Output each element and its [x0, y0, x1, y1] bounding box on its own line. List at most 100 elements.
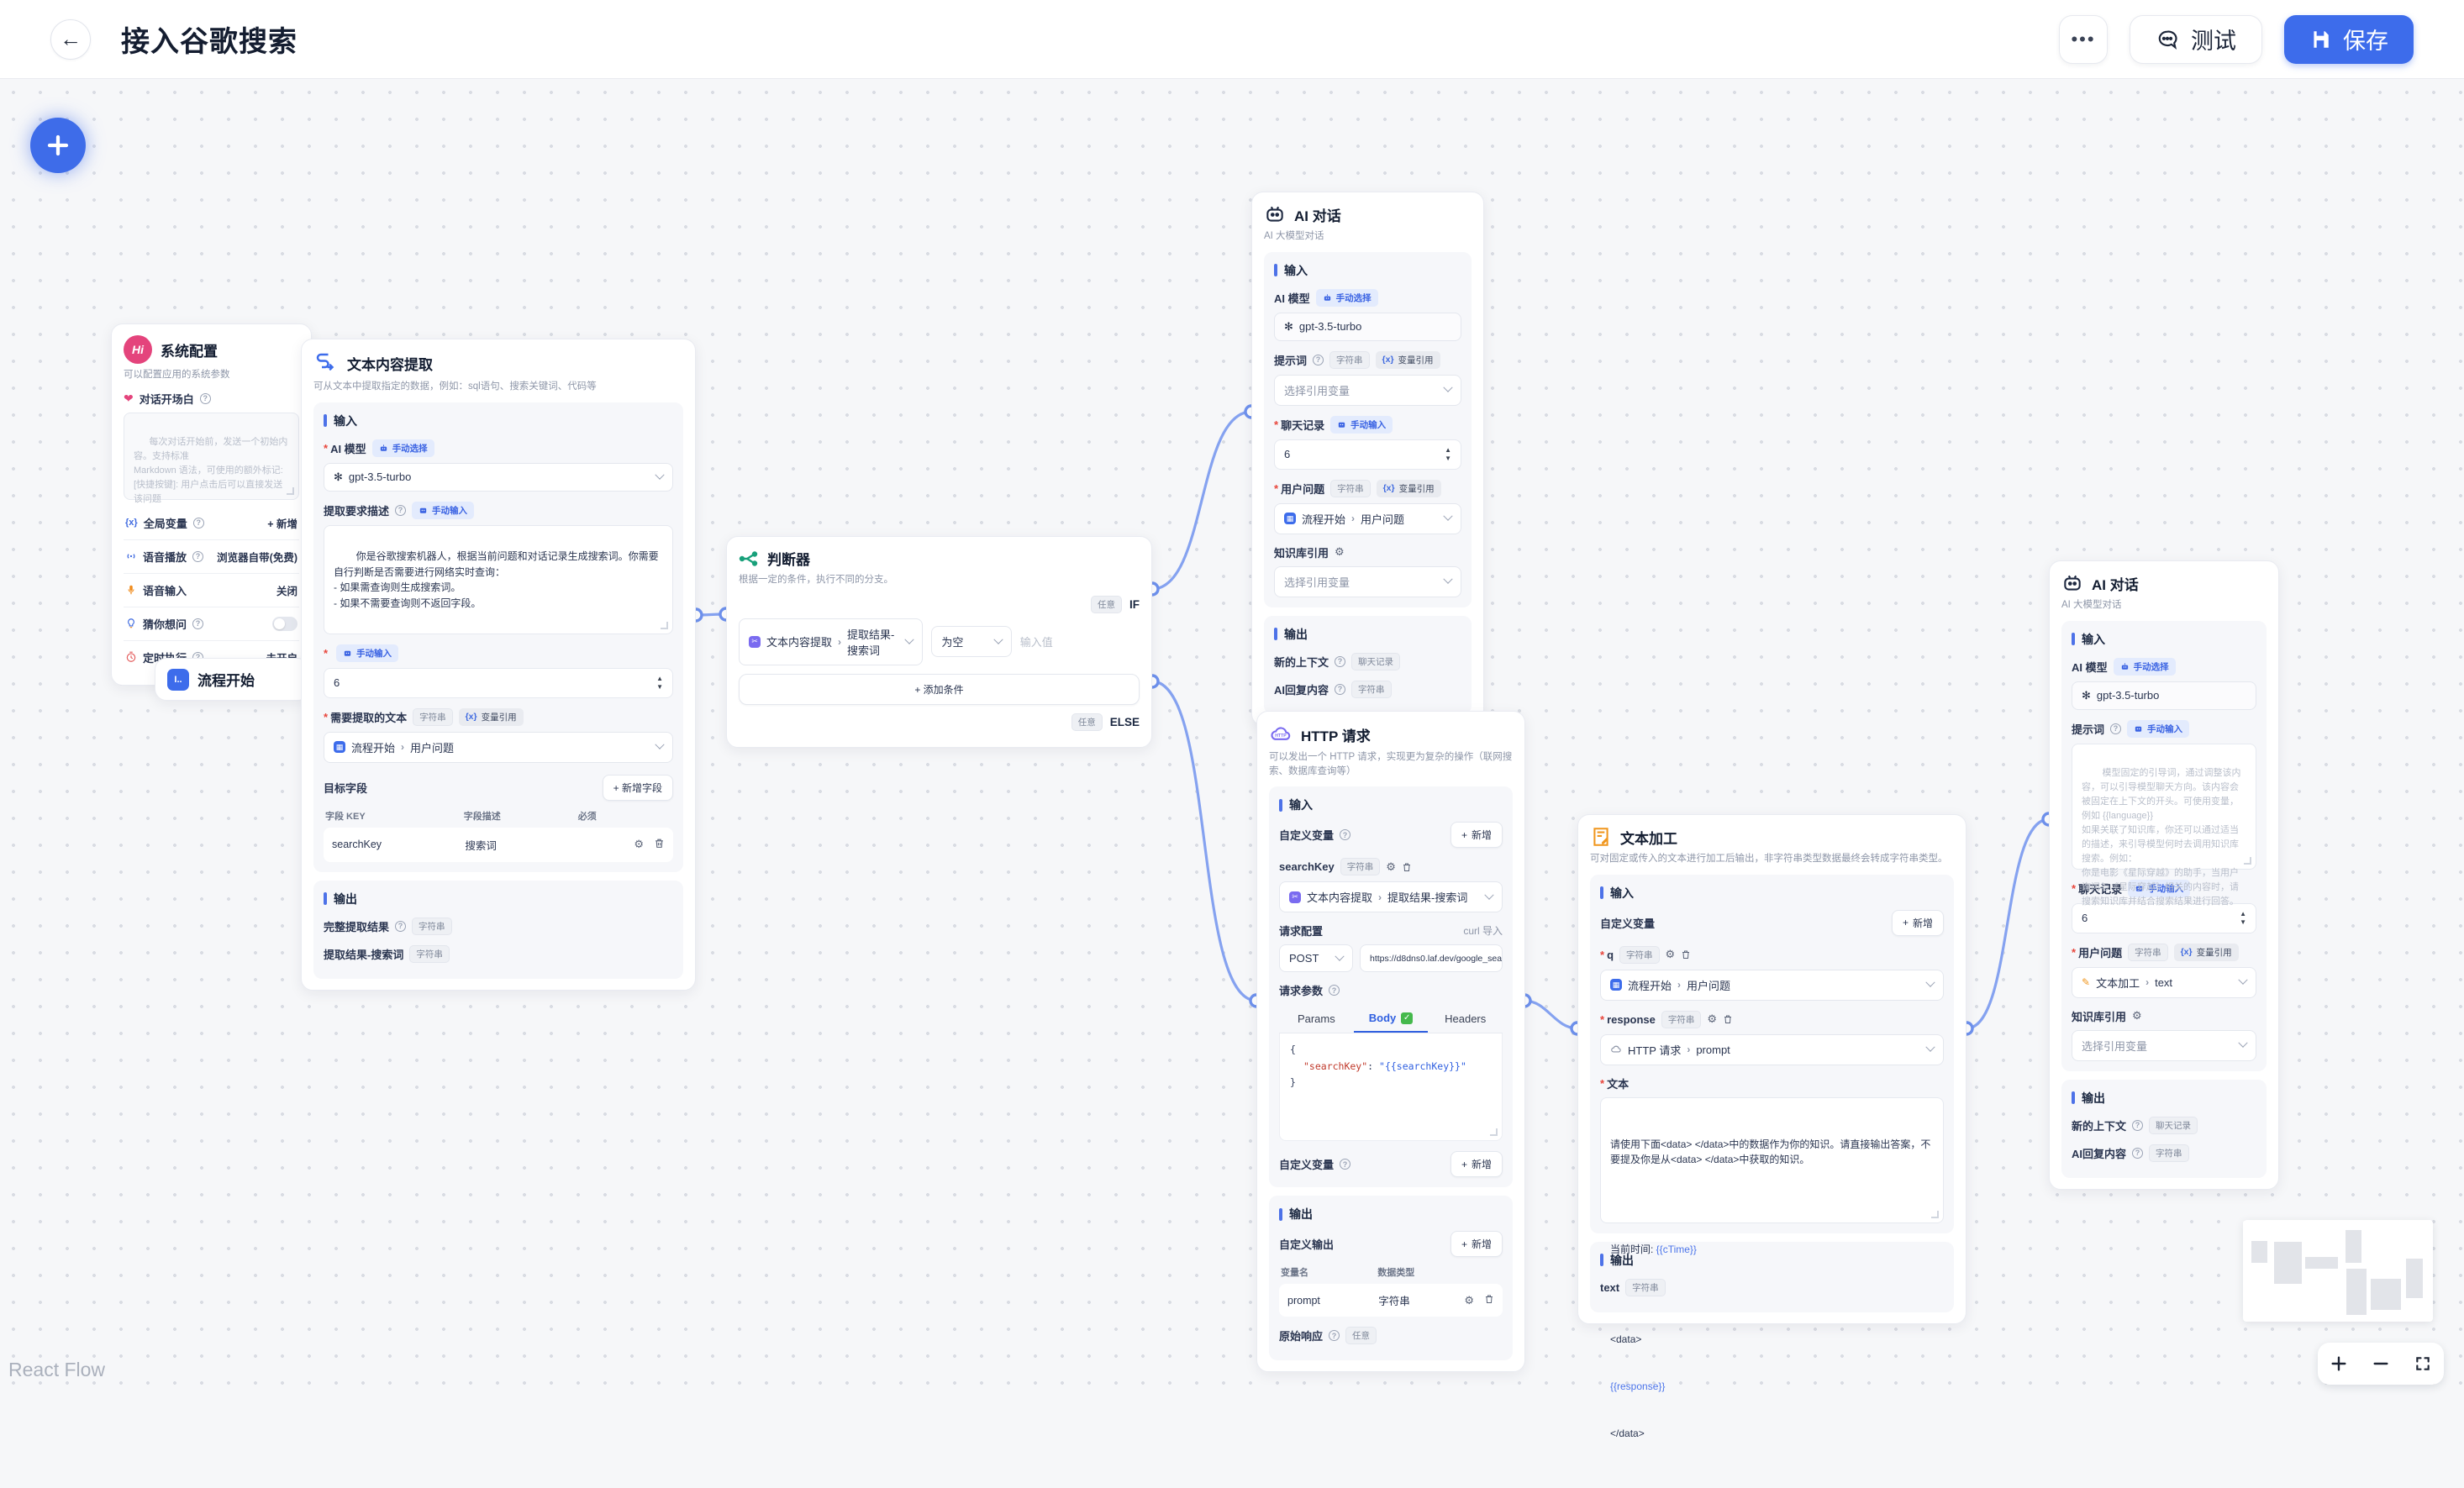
node-http-request[interactable]: HTTP HTTP 请求 可以发出一个 HTTP 请求，实现更为复杂的操作（联网…	[1256, 711, 1525, 1373]
model-select[interactable]: ✻ gpt-3.5-turbo	[1274, 312, 1461, 341]
more-button[interactable]: •••	[2059, 14, 2108, 64]
gear-icon[interactable]: ⚙	[2132, 1009, 2142, 1023]
gear-icon[interactable]: ⚙	[1335, 545, 1345, 559]
robot-icon	[344, 650, 351, 656]
model-select[interactable]: ✻ gpt-3.5-turbo	[2072, 681, 2256, 710]
resize-handle[interactable]	[1931, 1210, 1939, 1218]
condition-icon	[739, 550, 758, 566]
resize-handle[interactable]	[661, 621, 668, 629]
chat-history-count-input[interactable]: 6 ▲▼	[2072, 902, 2256, 933]
test-button[interactable]: 测试	[2130, 14, 2262, 64]
tab-headers[interactable]: Headers	[1445, 1012, 1487, 1026]
chevron-down-icon	[904, 634, 915, 644]
tab-body[interactable]: Body✓	[1353, 1005, 1429, 1033]
add-custom-var-button[interactable]: + 新增	[1450, 822, 1503, 849]
chevron-down-icon	[1443, 511, 1453, 522]
kb-ref-select[interactable]: 选择引用变量	[2072, 1029, 2256, 1061]
resize-handle[interactable]	[1490, 1128, 1498, 1137]
chat-history-count-input[interactable]: 6 ▲▼	[1274, 439, 1461, 470]
edge-http-textprocess	[1524, 999, 1578, 1030]
prompt-textarea[interactable]: 模型固定的引导词，通过调整该内容，可以引导模型聊天方向。该内容会被固定在上下文的…	[2072, 743, 2256, 907]
gear-icon[interactable]: ⚙	[1707, 1012, 1718, 1026]
node-system-config[interactable]: Hi 系统配置 可以配置应用的系统参数 ❤ 对话开场白 ? 每次对话开始前，发送…	[111, 323, 312, 686]
node-ai-chat-right[interactable]: AI 对话 AI 大模型对话 输入 AI 模型 手动选择 ✻ gpt-3.5-t…	[2049, 560, 2279, 1190]
opening-textarea[interactable]: 每次对话开始前，发送一个初始内容。支持标准 Markdown 语法，可使用的额外…	[124, 412, 299, 504]
add-global-var-button[interactable]: + 新增	[267, 518, 297, 530]
chat-history-count-input[interactable]: 6 ▲▼	[324, 667, 673, 698]
opening-heart-icon: ❤	[124, 391, 134, 405]
stepper[interactable]: ▲▼	[656, 674, 663, 691]
trash-icon[interactable]	[1402, 862, 1412, 872]
var-ref-badge: {x}变量引用	[458, 707, 524, 726]
user-question-select[interactable]: ▦ 流程开始›用户问题	[1274, 502, 1461, 534]
zoom-out-button[interactable]	[2367, 1349, 2395, 1378]
response-source-select[interactable]: HTTP 请求›prompt	[1600, 1033, 1944, 1065]
canvas-controls	[2318, 1343, 2444, 1385]
flow-canvas[interactable]: Hi 系统配置 可以配置应用的系统参数 ❤ 对话开场白 ? 每次对话开始前，发送…	[0, 79, 2464, 1439]
condition-operator-select[interactable]: 为空	[931, 626, 1012, 658]
condition-value-input[interactable]: 输入值	[1019, 636, 1053, 649]
add-node-button[interactable]	[30, 118, 86, 173]
chevron-down-icon	[655, 739, 665, 750]
add-custom-output-button[interactable]: + 新增	[1450, 1231, 1503, 1258]
ai-chat-icon	[1266, 206, 1283, 222]
save-button[interactable]: 保存	[2284, 14, 2414, 64]
text-process-ref-icon: ✎	[2082, 976, 2091, 989]
flow-start-ref-icon: ▦	[334, 741, 345, 754]
kb-ref-select[interactable]: 选择引用变量	[1274, 565, 1461, 597]
model-select[interactable]: ✻ gpt-3.5-turbo	[324, 462, 673, 492]
flow-start-ref-icon: ▦	[1284, 513, 1296, 525]
prompt-var-select[interactable]: 选择引用变量	[1274, 374, 1461, 406]
condition-variable-select[interactable]: ✂ 文本内容提取›提取结果-搜索词	[739, 618, 924, 665]
gear-icon[interactable]: ⚙	[1665, 948, 1676, 961]
openai-icon: ✻	[2082, 688, 2091, 702]
node-ai-chat-top[interactable]: AI 对话 AI 大模型对话 输入 AI 模型 手动选择 ✻ gpt-3.5-t…	[1251, 192, 1484, 726]
searchkey-source-select[interactable]: ✂ 文本内容提取›提取结果-搜索词	[1279, 881, 1503, 913]
node-flow-start[interactable]: I.. 流程开始	[155, 658, 309, 701]
q-source-select[interactable]: ▦ 流程开始›用户问题	[1600, 969, 1944, 1001]
add-custom-var-button[interactable]: + 新增	[1891, 909, 1944, 936]
trash-icon[interactable]	[654, 838, 665, 849]
gear-icon[interactable]: ⚙	[634, 838, 644, 851]
stepper[interactable]: ▲▼	[2240, 909, 2246, 926]
resize-handle[interactable]	[2244, 856, 2251, 865]
guess-toggle[interactable]	[272, 616, 297, 631]
method-select[interactable]: POST	[1279, 944, 1353, 973]
node-text-process[interactable]: 文本加工 可对固定或传入的文本进行加工后输出，非字符串类型数据最终会转成字符串类…	[1577, 814, 1966, 1439]
url-input[interactable]: https://d8dns0.laf.dev/google_search	[1360, 944, 1503, 973]
chat-bubble-icon	[2158, 30, 2177, 50]
trash-icon[interactable]	[1681, 949, 1691, 960]
trash-icon[interactable]	[1723, 1014, 1733, 1024]
robot-icon	[2121, 663, 2128, 670]
user-question-select[interactable]: ✎ 文本加工›text	[2072, 966, 2256, 998]
node-text-extract[interactable]: 文本内容提取 可从文本中提取指定的数据，例如：sql语句、搜索关键词、代码等 输…	[301, 339, 696, 991]
help-icon: ?	[2132, 1119, 2144, 1131]
add-field-button[interactable]: + 新增字段	[602, 774, 673, 801]
back-button[interactable]: ←	[50, 18, 91, 60]
curl-import-button[interactable]: curl 导入	[1463, 925, 1503, 938]
add-condition-button[interactable]: + 添加条件	[739, 673, 1140, 705]
else-label: ELSE	[1109, 715, 1140, 728]
minimap[interactable]	[2243, 1220, 2433, 1322]
robot-icon	[419, 507, 427, 513]
fullscreen-icon	[2416, 1357, 2430, 1370]
text-extract-ref-icon: ✂	[749, 635, 761, 648]
stepper[interactable]: ▲▼	[1445, 445, 1451, 462]
extract-source-select[interactable]: ▦ 流程开始›用户问题	[324, 731, 673, 763]
text-template-textarea[interactable]: 请使用下面<data> </data>中的数据作为你的知识。请直接输出答案，不要…	[1600, 1096, 1944, 1439]
zoom-in-button[interactable]	[2324, 1349, 2353, 1378]
add-custom-var-button[interactable]: + 新增	[1450, 1151, 1503, 1178]
chevron-down-icon	[2238, 975, 2248, 986]
resize-handle[interactable]	[287, 486, 294, 495]
extract-requirement-textarea[interactable]: 你是谷歌搜索机器人，根据当前问题和对话记录生成搜索词。你需要自行判断是否需要进行…	[324, 524, 673, 634]
tab-params[interactable]: Params	[1297, 1012, 1335, 1026]
tts-value[interactable]: 浏览器自带(免费)	[217, 551, 297, 564]
fit-view-button[interactable]	[2409, 1349, 2437, 1378]
gear-icon[interactable]: ⚙	[1386, 860, 1396, 873]
gear-icon[interactable]: ⚙	[1464, 1293, 1474, 1307]
stt-value[interactable]: 关闭	[276, 585, 297, 597]
trash-icon[interactable]	[1484, 1294, 1494, 1304]
body-json-editor[interactable]: { "searchKey": "{{searchKey}}" }	[1279, 1033, 1503, 1142]
robot-icon	[1324, 294, 1330, 301]
